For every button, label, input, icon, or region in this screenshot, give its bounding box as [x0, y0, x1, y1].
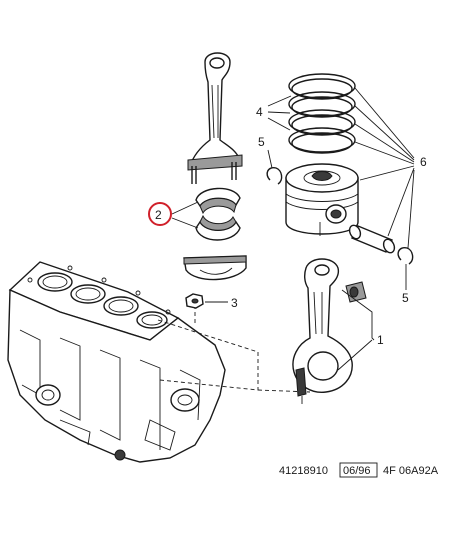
label-circlip-top: 5 — [258, 135, 265, 149]
drawing-code: 4F 06A92A — [383, 465, 439, 477]
footer-reference: 41218910 06/96 4F 06A92A — [279, 462, 439, 478]
bearing-shells — [195, 187, 241, 241]
gudgeon-pin — [348, 224, 396, 254]
date-box — [339, 462, 378, 478]
label-nut: 3 — [231, 296, 238, 310]
label-piston-rings: 4 — [256, 105, 263, 119]
date-code: 06/96 — [343, 465, 371, 477]
rod-cap — [183, 255, 247, 281]
leader-lines — [171, 87, 415, 371]
explode-lines — [157, 305, 311, 393]
engine-block — [7, 261, 226, 463]
circlips — [266, 166, 414, 265]
connecting-rod-upper — [187, 52, 243, 184]
piston — [285, 163, 359, 236]
label-gudgeon-pin: 6 — [420, 155, 427, 169]
label-connecting-rod: 1 — [377, 333, 384, 347]
nut — [185, 293, 228, 309]
piston-rings — [288, 73, 356, 154]
label-conrod-bearings: 2 — [155, 208, 162, 222]
part-number: 41218910 — [279, 465, 328, 477]
label-circlip-bottom: 5 — [402, 291, 409, 305]
highlight-circle — [148, 202, 172, 226]
connecting-rod-lower — [292, 258, 367, 404]
